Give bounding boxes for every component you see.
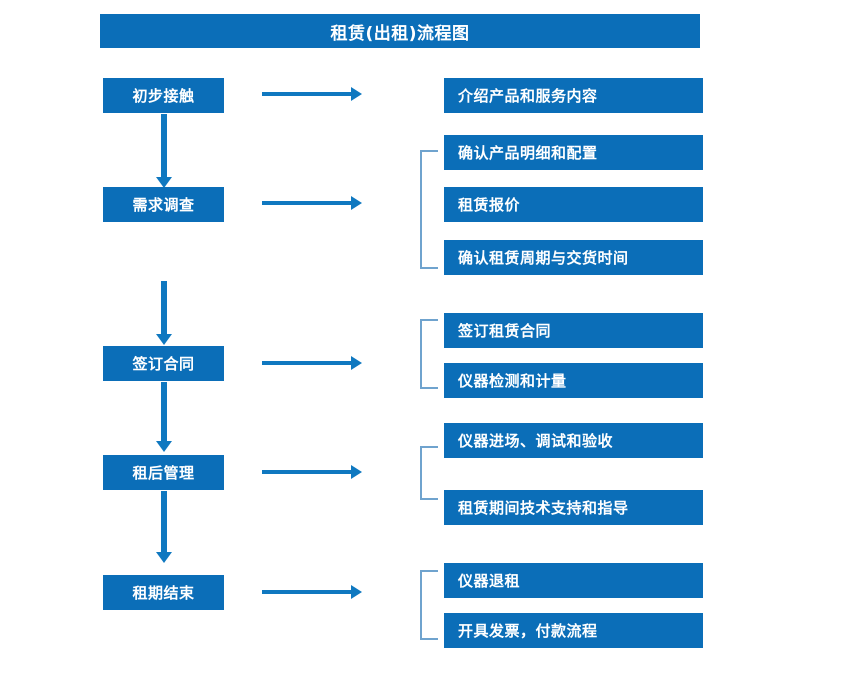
stage-box-2[interactable]: 需求调查 — [103, 187, 224, 222]
detail-box-3-1[interactable]: 签订租赁合同 — [444, 313, 703, 348]
bracket-stage-3 — [420, 319, 438, 389]
arrow-right-stage-2 — [262, 196, 362, 210]
detail-box-5-1[interactable]: 仪器退租 — [444, 563, 703, 598]
detail-box-4-1[interactable]: 仪器进场、调试和验收 — [444, 423, 703, 458]
arrow-right-stage-1 — [262, 87, 362, 101]
detail-box-5-2[interactable]: 开具发票，付款流程 — [444, 613, 703, 648]
detail-box-2-2[interactable]: 租赁报价 — [444, 187, 703, 222]
arrow-shaft — [262, 92, 351, 96]
arrow-head — [156, 552, 172, 563]
arrow-head — [351, 87, 362, 101]
stage-box-1[interactable]: 初步接触 — [103, 78, 224, 113]
arrow-head — [156, 334, 172, 345]
arrow-head — [156, 177, 172, 188]
diagram-title: 租赁(出租)流程图 — [100, 14, 700, 48]
arrow-shaft — [161, 114, 167, 177]
arrow-right-stage-4 — [262, 465, 362, 479]
arrow-down-stage-4-to-5 — [156, 491, 172, 563]
stage-box-3[interactable]: 签订合同 — [103, 346, 224, 381]
arrow-down-stage-3-to-4 — [156, 382, 172, 452]
arrow-down-stage-1-to-2 — [156, 114, 172, 188]
arrow-shaft — [262, 201, 351, 205]
arrow-shaft — [161, 281, 167, 334]
detail-box-2-1[interactable]: 确认产品明细和配置 — [444, 135, 703, 170]
arrow-head — [351, 465, 362, 479]
arrow-head — [156, 441, 172, 452]
detail-box-3-2[interactable]: 仪器检测和计量 — [444, 363, 703, 398]
arrow-head — [351, 585, 362, 599]
detail-box-2-3[interactable]: 确认租赁周期与交货时间 — [444, 240, 703, 275]
arrow-right-stage-3 — [262, 356, 362, 370]
bracket-stage-5 — [420, 570, 438, 640]
arrow-shaft — [262, 361, 351, 365]
detail-box-1-1[interactable]: 介绍产品和服务内容 — [444, 78, 703, 113]
arrow-down-stage-2-to-3 — [156, 281, 172, 345]
arrow-right-stage-5 — [262, 585, 362, 599]
arrow-head — [351, 196, 362, 210]
arrow-shaft — [262, 590, 351, 594]
bracket-stage-4 — [420, 446, 438, 500]
stage-box-5[interactable]: 租期结束 — [103, 575, 224, 610]
detail-box-4-2[interactable]: 租赁期间技术支持和指导 — [444, 490, 703, 525]
arrow-shaft — [262, 470, 351, 474]
arrow-shaft — [161, 382, 167, 441]
arrow-head — [351, 356, 362, 370]
bracket-stage-2 — [420, 150, 438, 269]
stage-box-4[interactable]: 租后管理 — [103, 455, 224, 490]
arrow-shaft — [161, 491, 167, 552]
